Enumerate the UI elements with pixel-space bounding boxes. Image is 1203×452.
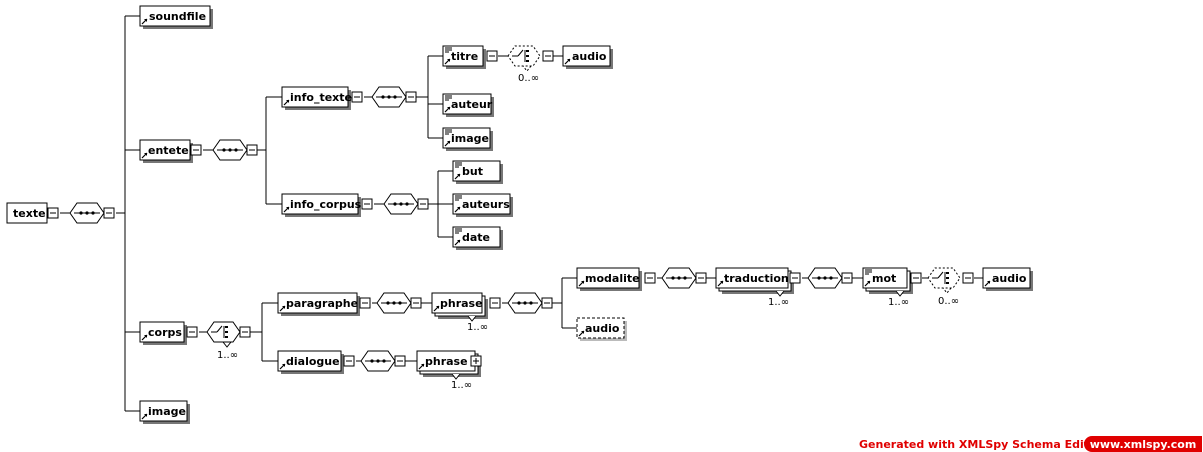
sequence-compositor-info-texte: [371, 86, 417, 108]
svg-text:but: but: [462, 165, 483, 178]
svg-text:titre: titre: [451, 50, 478, 63]
svg-text:info_texte: info_texte: [290, 91, 352, 104]
element-auteurs[interactable]: auteurs: [452, 193, 513, 217]
choice-compositor-mot: [927, 267, 974, 294]
svg-text:audio: audio: [572, 50, 607, 63]
svg-text:audio: audio: [992, 272, 1027, 285]
element-image-entete[interactable]: image: [442, 127, 493, 151]
choice-compositor-titre: [507, 45, 554, 72]
corps-choice-cardinality: 1..∞: [217, 350, 238, 361]
choice-compositor-corps: [206, 321, 251, 348]
svg-text:image: image: [148, 405, 186, 418]
titre-choice-cardinality: 0..∞: [518, 73, 539, 84]
connector-lines: [60, 15, 983, 412]
element-titre-audio[interactable]: audio: [562, 45, 613, 69]
element-dialogue[interactable]: dialogue: [277, 350, 355, 374]
element-auteur[interactable]: auteur: [442, 93, 494, 117]
phrase-paragraphe-cardinality: 1..∞: [467, 322, 488, 333]
sequence-compositor-paragraphe: [376, 292, 422, 314]
xmlspy-link[interactable]: www.xmlspy.com: [1084, 436, 1202, 452]
svg-text:auteurs: auteurs: [462, 198, 510, 211]
sequence-compositor-modalite: [661, 267, 707, 289]
element-mot[interactable]: mot: [862, 267, 922, 297]
sequence-compositor-dialogue: [360, 350, 406, 372]
sequence-compositor-phrase: [507, 292, 553, 314]
element-phrase-audio[interactable]: audio: [576, 317, 627, 341]
element-soundfile[interactable]: soundfile: [139, 5, 213, 29]
mot-cardinality: 1..∞: [888, 297, 909, 308]
traduction-cardinality: 1..∞: [768, 297, 789, 308]
sequence-compositor-entete: [212, 139, 258, 161]
svg-text:modalite: modalite: [585, 272, 640, 285]
element-corps[interactable]: corps: [139, 321, 198, 345]
svg-text:date: date: [462, 231, 490, 244]
svg-text:corps: corps: [148, 326, 182, 339]
phrase-dialogue-cardinality: 1..∞: [451, 380, 472, 391]
svg-text:traduction: traduction: [724, 272, 789, 285]
element-date[interactable]: date: [452, 226, 503, 250]
svg-text:audio: audio: [585, 322, 620, 335]
element-phrase-paragraphe[interactable]: phrase: [431, 292, 501, 322]
svg-text:phrase: phrase: [440, 297, 483, 310]
svg-text:phrase: phrase: [425, 355, 468, 368]
element-mot-audio[interactable]: audio: [982, 267, 1033, 291]
sequence-compositor-traduction: [807, 267, 853, 289]
element-entete[interactable]: entete: [139, 139, 202, 163]
svg-text:image: image: [451, 132, 489, 145]
element-texte[interactable]: texte: [6, 202, 59, 224]
element-modalite[interactable]: modalite: [576, 267, 656, 291]
element-info-corpus[interactable]: info_corpus: [281, 193, 373, 217]
svg-text:paragraphe: paragraphe: [286, 297, 358, 310]
element-image-root[interactable]: image: [139, 400, 190, 424]
sequence-compositor-texte: [69, 202, 115, 224]
generated-with-text: Generated with XMLSpy Schema Editor: [859, 437, 1102, 451]
element-paragraphe[interactable]: paragraphe: [277, 292, 371, 316]
svg-text:auteur: auteur: [451, 98, 493, 111]
mot-choice-cardinality: 0..∞: [938, 296, 959, 307]
element-traduction[interactable]: traduction: [715, 267, 801, 297]
element-but[interactable]: but: [452, 160, 503, 184]
svg-text:texte: texte: [13, 207, 46, 220]
element-titre[interactable]: titre: [442, 45, 498, 69]
svg-text:entete: entete: [148, 144, 189, 157]
element-info-texte[interactable]: info_texte: [281, 86, 363, 110]
svg-text:info_corpus: info_corpus: [290, 198, 362, 211]
svg-text:soundfile: soundfile: [149, 10, 206, 23]
element-phrase-dialogue[interactable]: phrase: [416, 350, 482, 380]
svg-text:dialogue: dialogue: [286, 355, 340, 368]
svg-text:mot: mot: [872, 272, 896, 285]
sequence-compositor-info-corpus: [383, 193, 429, 215]
